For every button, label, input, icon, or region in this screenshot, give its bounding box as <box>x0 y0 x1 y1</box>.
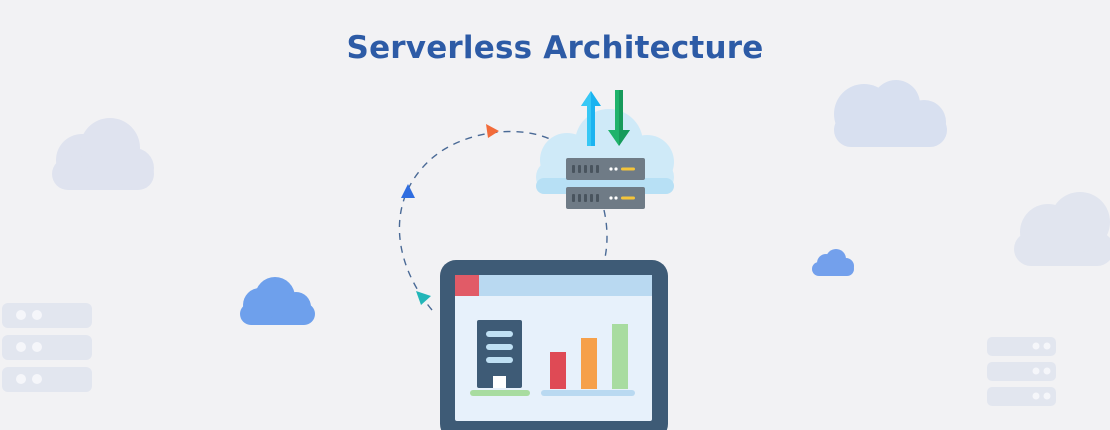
bg-cloud-right-edge-icon <box>1014 192 1110 266</box>
server-cloud-icon <box>536 109 674 194</box>
cloud-small-blue-icon <box>812 249 854 276</box>
page-title: Serverless Architecture <box>346 30 764 66</box>
cycle-dashed-path <box>398 130 608 311</box>
arrow-head-blue-icon <box>401 184 415 198</box>
download-arrow-icon <box>608 90 630 146</box>
building-icon <box>470 320 530 396</box>
bg-cloud-left-icon <box>52 118 154 190</box>
arrow-head-orange-icon <box>486 124 499 138</box>
bg-cloud-right-top-icon <box>834 80 947 147</box>
bar-chart-icon <box>541 324 635 396</box>
monitor-icon <box>440 260 668 430</box>
bg-server-right-icon <box>987 337 1056 406</box>
arrow-head-teal-icon <box>416 291 431 305</box>
server-rack-icon <box>566 158 645 209</box>
upload-arrow-icon <box>581 91 601 146</box>
bg-server-left-icon <box>2 303 92 392</box>
cloud-blue-icon <box>240 277 315 325</box>
